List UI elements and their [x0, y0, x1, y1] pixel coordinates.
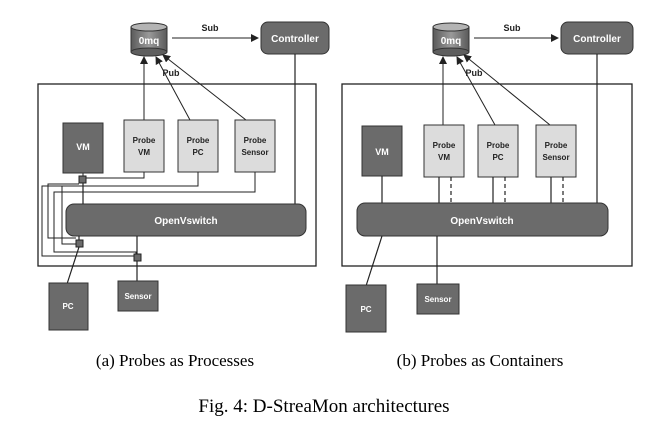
sensor-box-b: Sensor	[416, 283, 460, 315]
probe-sensor-label-2-b: Sensor	[542, 153, 569, 162]
vm-box-a: VM	[62, 122, 104, 174]
probe-pc-label-2-a: PC	[192, 148, 203, 157]
sensor-label-a: Sensor	[124, 292, 151, 301]
openvswitch-b: OpenVswitch	[356, 202, 609, 237]
caption-b: (b) Probes as Containers	[397, 351, 564, 370]
pc-box-b: PC	[345, 284, 387, 333]
probe-sensor-box-b: Probe Sensor	[535, 124, 577, 178]
caption-a: (a) Probes as Processes	[96, 351, 254, 370]
probe-pc-label-2-b: PC	[492, 153, 503, 162]
probe-pc-label-1-a: Probe	[187, 136, 210, 145]
controller-a: Controller	[260, 21, 330, 55]
port-sensor-a	[133, 253, 142, 262]
pc-box-a: PC	[48, 282, 89, 331]
probe-pc-box-a: Probe PC	[177, 119, 219, 173]
zeromq-queue-b: 0mq	[432, 22, 470, 57]
host-box-b	[341, 83, 633, 267]
sub-label-b: Sub	[504, 23, 522, 33]
vm-label-a: VM	[76, 142, 90, 152]
openvswitch-label-b: OpenVswitch	[450, 216, 513, 227]
link-pc-a	[66, 246, 80, 285]
zeromq-label-a: 0mq	[139, 36, 160, 47]
pub-arrow-probe-sensor-b	[463, 54, 551, 126]
probe-vm-label-2-a: VM	[138, 148, 150, 157]
probe-sensor-label-2-a: Sensor	[241, 148, 268, 157]
pub-label-b: Pub	[466, 68, 484, 78]
link-pc-b	[365, 235, 383, 287]
sensor-label-b: Sensor	[424, 295, 451, 304]
probe-pc-box-b: Probe PC	[477, 124, 519, 178]
probe-sensor-box-a: Probe Sensor	[234, 119, 276, 173]
diagram-a: 0mq Controller Sub Pub VM Probe VM	[37, 21, 330, 370]
sensor-box-a: Sensor	[117, 280, 159, 312]
controller-label-a: Controller	[271, 34, 319, 45]
probe-vm-box-a: Probe VM	[123, 119, 165, 173]
zeromq-label-b: 0mq	[441, 36, 462, 47]
figure-caption: Fig. 4: D-StreaMon architectures	[198, 396, 449, 417]
pub-arrow-probe-pc-b	[456, 56, 496, 126]
zeromq-queue-a: 0mq	[130, 22, 168, 57]
probe-vm-label-2-b: VM	[438, 153, 450, 162]
container-links-b	[438, 177, 564, 204]
vm-label-b: VM	[375, 147, 389, 157]
probe-vm-label-1-a: Probe	[133, 136, 156, 145]
diagram-b: 0mq Controller Sub Pub VM Probe VM	[341, 21, 634, 370]
tap-wires-a	[41, 172, 256, 258]
port-pc-a	[75, 239, 84, 248]
controller-label-b: Controller	[573, 34, 621, 45]
port-vm-a	[78, 175, 87, 184]
probe-vm-label-1-b: Probe	[433, 141, 456, 150]
vm-box-b: VM	[361, 125, 403, 177]
controller-b: Controller	[560, 21, 634, 55]
probe-pc-label-1-b: Probe	[487, 141, 510, 150]
sub-label-a: Sub	[202, 23, 220, 33]
openvswitch-label-a: OpenVswitch	[154, 216, 217, 227]
host-box-a	[37, 83, 317, 267]
probe-sensor-label-1-b: Probe	[545, 141, 568, 150]
openvswitch-a: OpenVswitch	[65, 203, 307, 237]
pc-label-a: PC	[62, 302, 73, 311]
pub-arrow-probe-pc-a	[155, 56, 191, 121]
probe-sensor-label-1-a: Probe	[244, 136, 267, 145]
pub-label-a: Pub	[163, 68, 181, 78]
pub-arrow-probe-sensor-a	[162, 54, 247, 121]
probe-vm-box-b: Probe VM	[423, 124, 465, 178]
pc-label-b: PC	[360, 305, 371, 314]
